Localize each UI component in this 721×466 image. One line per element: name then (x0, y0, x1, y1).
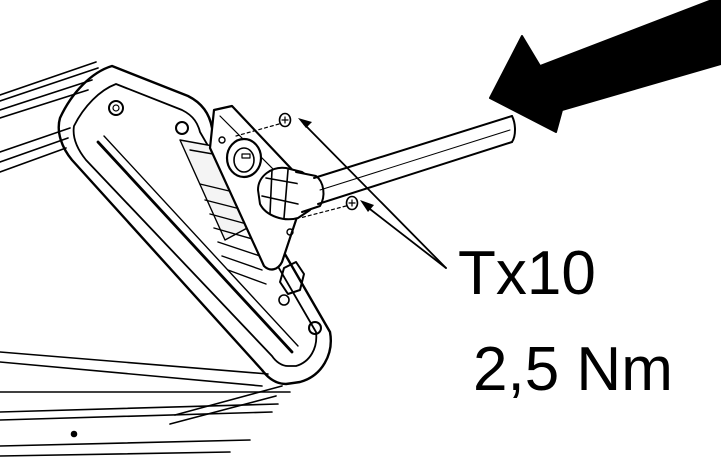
direction-arrow-icon (489, 0, 721, 133)
tool-size-label: Tx10 (458, 239, 596, 308)
profile-rail-top (0, 61, 99, 173)
end-cap (57, 64, 332, 386)
profile-rail-bottom (0, 351, 291, 457)
cable-gland-icon (257, 166, 325, 221)
screw-icon (235, 112, 359, 219)
leader-lines (298, 118, 447, 269)
torque-label: 2,5 Nm (473, 335, 673, 404)
connector-socket (225, 137, 263, 179)
cable (313, 115, 516, 205)
